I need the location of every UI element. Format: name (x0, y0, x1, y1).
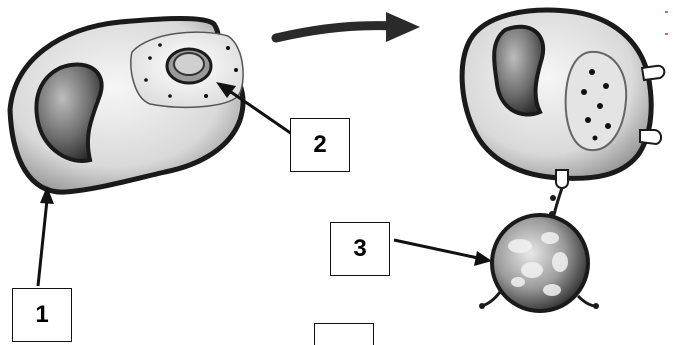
transition-arrow (271, 12, 420, 43)
label-1: 1 (12, 288, 72, 342)
pointer-arrows (36, 82, 492, 287)
lower-sphere (479, 187, 599, 313)
right-cell (459, 7, 668, 189)
label-3: 3 (330, 222, 390, 276)
label-4-empty (314, 323, 374, 345)
left-cell (7, 16, 246, 195)
label-2: 2 (290, 118, 350, 172)
